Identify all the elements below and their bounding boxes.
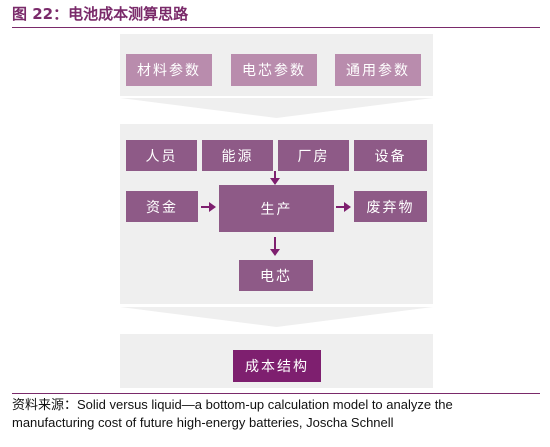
cell-params-box: 电芯参数 <box>231 54 317 86</box>
source-divider <box>12 393 540 394</box>
energy-box: 能源 <box>202 140 273 171</box>
plant-box: 厂房 <box>278 140 349 171</box>
arrow-right-icon <box>201 202 216 212</box>
chevron-down-icon <box>120 307 433 327</box>
general-params-box: 通用参数 <box>335 54 421 86</box>
arrow-down-icon <box>270 237 280 256</box>
production-box: 生产 <box>219 185 334 232</box>
source-note: 资料来源：Solid versus liquid—a bottom-up cal… <box>12 396 542 432</box>
staff-box: 人员 <box>126 140 197 171</box>
equipment-box: 设备 <box>354 140 427 171</box>
material-params-box: 材料参数 <box>126 54 212 86</box>
source-line-2: manufacturing cost of future high-energy… <box>12 415 394 430</box>
cell-box: 电芯 <box>239 260 313 291</box>
waste-box: 废弃物 <box>354 191 427 222</box>
chevron-down-icon <box>120 98 433 118</box>
source-line-1: 资料来源：Solid versus liquid—a bottom-up cal… <box>12 397 453 412</box>
arrow-down-icon <box>270 171 280 185</box>
arrow-right-icon <box>336 202 351 212</box>
cost-structure-box: 成本结构 <box>233 350 321 382</box>
figure-title: 图 22：电池成本测算思路 <box>12 5 189 23</box>
capital-box: 资金 <box>126 191 198 222</box>
title-divider <box>12 27 540 28</box>
